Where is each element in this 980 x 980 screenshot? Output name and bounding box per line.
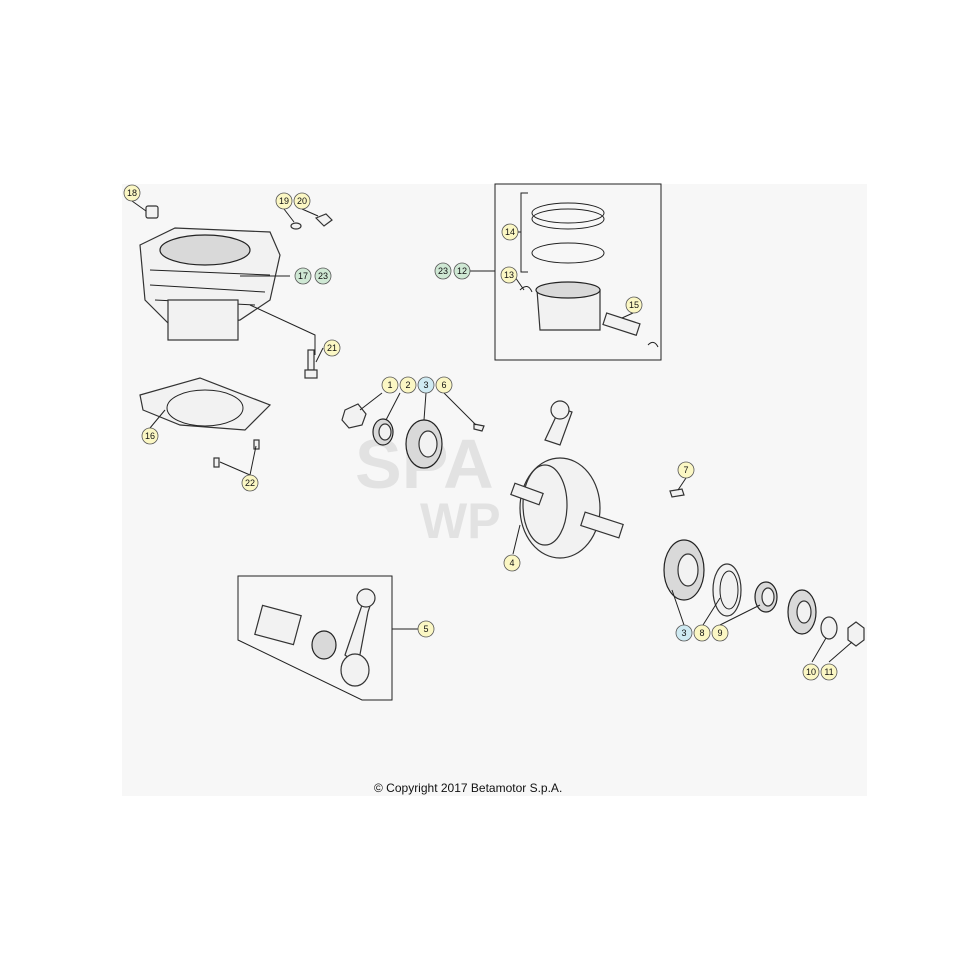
svg-text:3: 3 [681,628,686,638]
seal-2 [372,418,394,446]
callout-22: 22 [241,474,259,492]
svg-text:15: 15 [629,300,639,310]
svg-text:10: 10 [806,667,816,677]
svg-text:9: 9 [717,628,722,638]
callout-14: 14 [501,223,521,241]
nut-20 [314,213,333,227]
callout-19: 19 [275,192,293,210]
svg-text:7: 7 [683,465,688,475]
cylinder [139,227,281,341]
svg-text:4: 4 [509,558,514,568]
bushing-9 [754,581,778,613]
callout-3-left: 3 [417,376,435,394]
key-6 [473,423,485,432]
callout-8: 8 [693,624,711,642]
callout-16: 16 [141,427,159,445]
svg-text:22: 22 [245,478,255,488]
piston-kit-box [494,183,662,361]
svg-text:18: 18 [127,188,137,198]
callout-23-cylinder: 23 [314,267,332,285]
svg-text:21: 21 [327,343,337,353]
bolt-21 [304,349,318,379]
callout-13: 13 [500,266,518,284]
callout-3-right: 3 [675,624,693,642]
callout-10: 10 [802,663,820,681]
conrod-kit-box [237,575,393,701]
cylinder-pin [145,205,159,219]
bearing-3 [405,419,443,469]
svg-text:6: 6 [441,380,446,390]
svg-text:8: 8 [699,628,704,638]
key-7 [669,488,685,498]
svg-text:1: 1 [387,380,392,390]
svg-text:3: 3 [423,380,428,390]
svg-text:20: 20 [297,196,307,206]
nut-11 [847,621,865,647]
callout-6: 6 [435,376,453,394]
svg-text:11: 11 [824,667,833,677]
svg-text:23: 23 [318,271,328,281]
copyright-notice: © Copyright 2017 Betamotor S.p.A. [374,781,563,795]
bearing-3-right [663,539,705,601]
washer-10 [820,616,838,640]
callout-21: 21 [323,339,341,357]
svg-text:23: 23 [438,266,448,276]
svg-text:12: 12 [457,266,467,276]
callout-11: 11 [820,663,838,681]
dowel-pins [213,439,260,468]
svg-text:WP: WP [420,493,501,549]
svg-text:5: 5 [423,624,428,634]
callout-5: 5 [417,620,435,638]
washer-19 [290,222,302,230]
callout-18: 18 [123,184,141,202]
svg-text:16: 16 [145,431,155,441]
callout-20: 20 [293,192,311,210]
callout-23-piston: 23 [434,262,452,280]
callout-15: 15 [625,296,643,314]
gear [787,589,817,635]
crankshaft [510,400,624,559]
callout-2: 2 [399,376,417,394]
svg-text:14: 14 [505,227,515,237]
callout-4: 4 [503,554,521,572]
svg-text:19: 19 [279,196,289,206]
callout-12: 12 [453,262,471,280]
callout-9: 9 [711,624,729,642]
cylinder-gasket [139,377,272,431]
callout-17: 17 [294,267,312,285]
leader-lines [131,200,853,663]
svg-text:17: 17 [298,271,308,281]
callout-1: 1 [381,376,399,394]
svg-text:13: 13 [504,270,514,280]
svg-text:2: 2 [405,380,410,390]
shim-8 [712,563,742,617]
callout-7: 7 [677,461,695,479]
